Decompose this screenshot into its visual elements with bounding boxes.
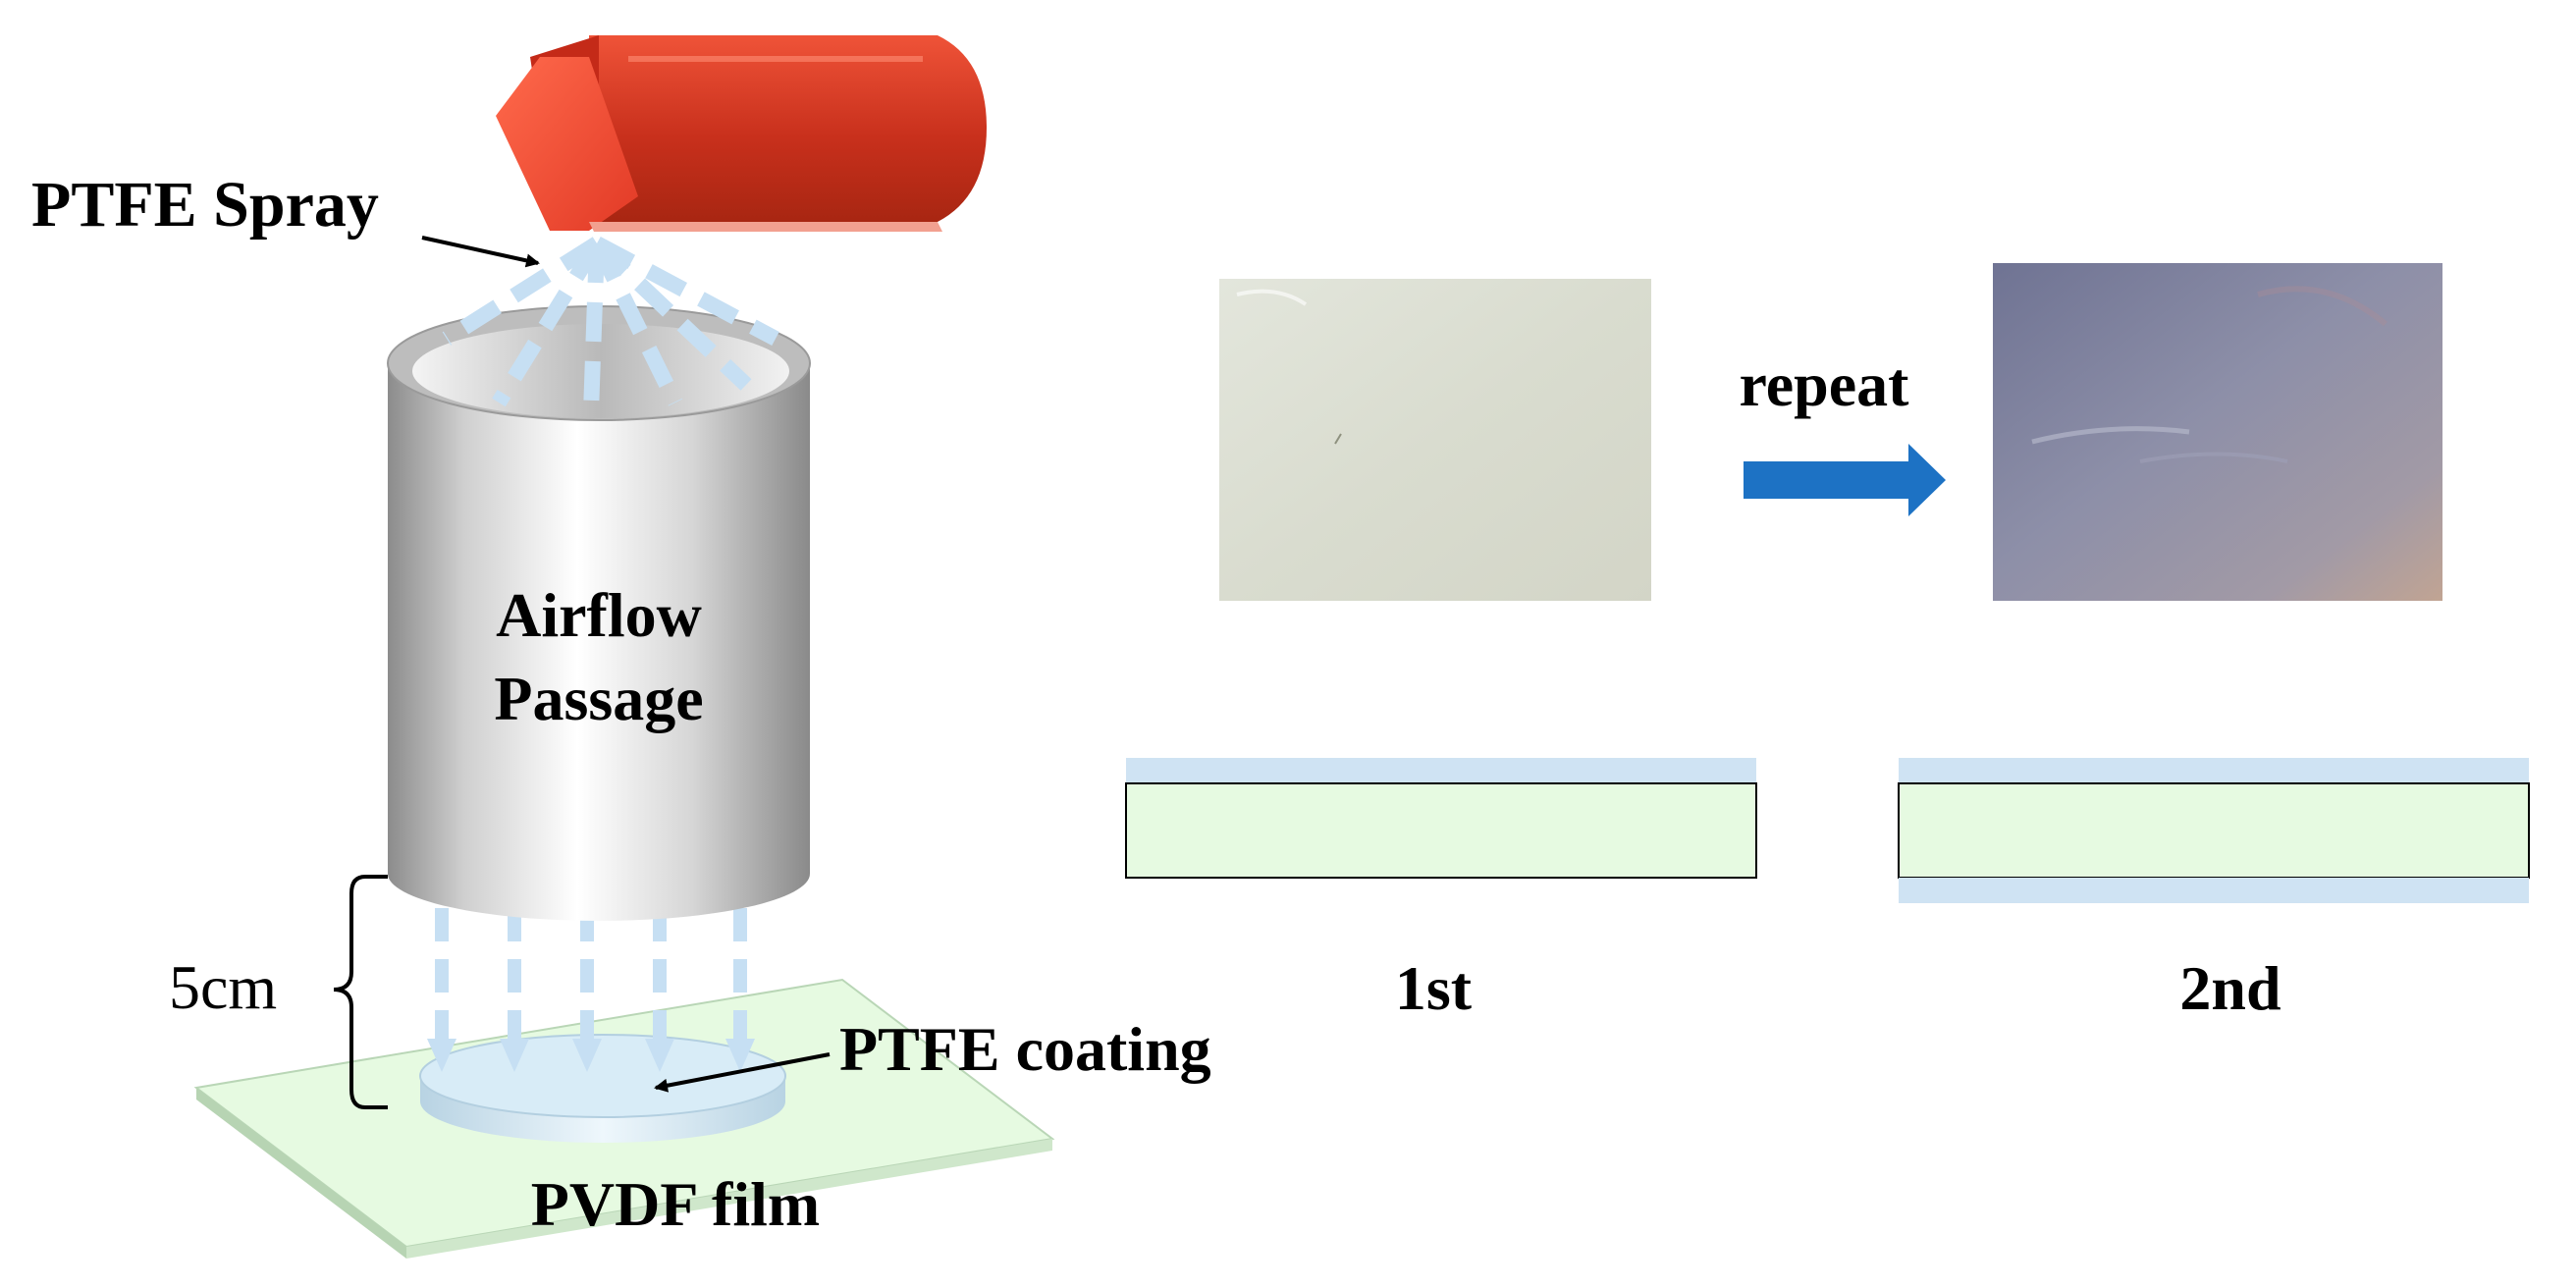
- ptfe-coating-label: PTFE coating: [839, 1014, 1211, 1084]
- ptfe-coating-disc: [419, 1034, 786, 1143]
- pvdf-layer: [1125, 782, 1757, 879]
- layer-schematic-first: [1125, 758, 1757, 879]
- layer-schematic-second: [1898, 758, 2530, 903]
- ptfe-layer-top: [1126, 758, 1756, 783]
- distance-label: 5cm: [169, 952, 277, 1022]
- pvdf-layer: [1898, 782, 2530, 879]
- airflow-passage-label-line2: Passage: [494, 664, 703, 733]
- pvdf-film-label: PVDF film: [531, 1169, 820, 1239]
- sample-photo-first: [1219, 279, 1651, 601]
- arrow-right-icon: [1744, 444, 1946, 516]
- ptfe-coating-pointer: [654, 1052, 831, 1093]
- airflow-passage-cylinder: [387, 305, 811, 921]
- second-label: 2nd: [2179, 953, 2281, 1023]
- distance-bracket: [333, 875, 388, 1109]
- ptfe-spray-pointer: [421, 236, 540, 268]
- ptfe-layer-bottom: [1899, 878, 2529, 903]
- ptfe-layer-top: [1899, 758, 2529, 783]
- repeat-label: repeat: [1740, 349, 1910, 419]
- airflow-passage-label-line1: Airflow: [496, 580, 702, 650]
- ptfe-spray-label: PTFE Spray: [31, 169, 379, 241]
- first-label: 1st: [1395, 953, 1473, 1023]
- spray-cone: [442, 236, 779, 413]
- airflow-arrows: [427, 908, 755, 1072]
- sample-photo-second: [1993, 263, 2442, 601]
- spray-nozzle: [496, 35, 987, 232]
